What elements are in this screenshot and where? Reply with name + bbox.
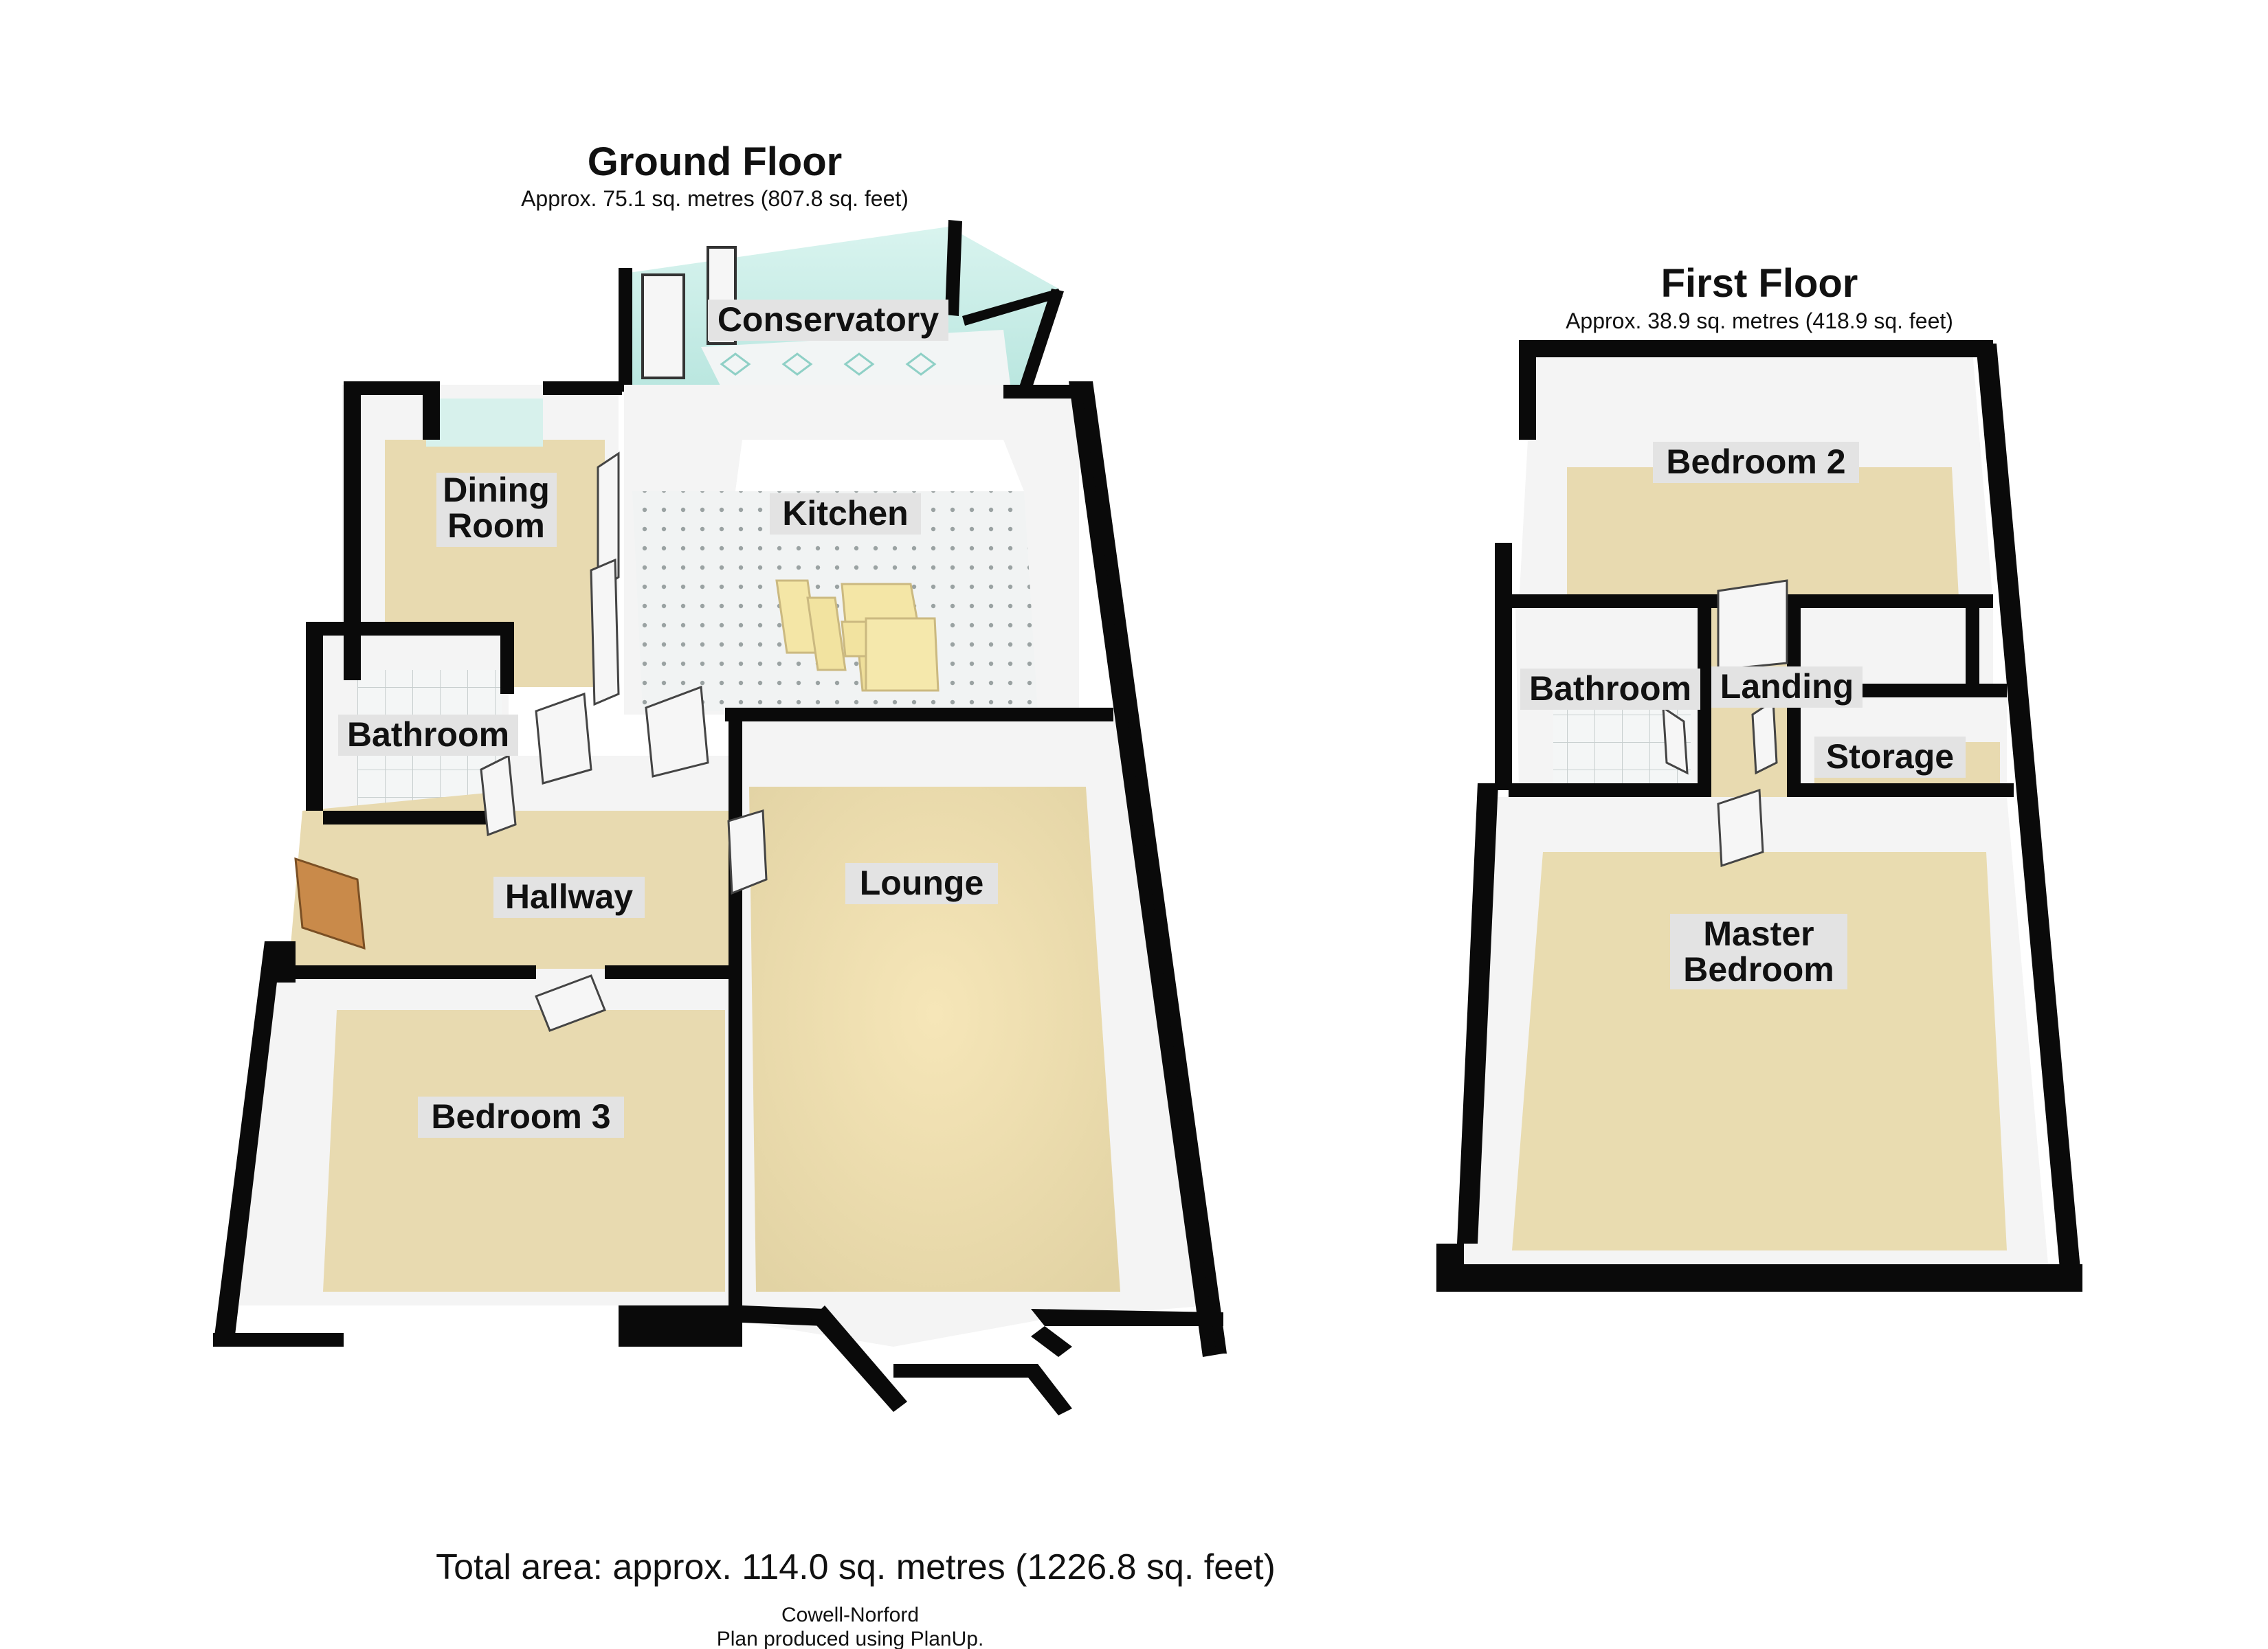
landing-label-bg [1711, 666, 1863, 708]
dining-room-label-line1: Dining [443, 471, 550, 509]
ground-bathroom-label: Bathroom [347, 715, 509, 754]
storage-label-bg [1814, 737, 1966, 778]
ground-floor-title: Ground Floor [588, 139, 843, 184]
produced-by-text: Plan produced using PlanUp. [717, 1628, 984, 1649]
first-floor: Bedroom 2 Bathroom Landing Storage Maste… [1436, 261, 2082, 1292]
lounge-label: Lounge [860, 864, 984, 902]
ground-floor-area: Approx. 75.1 sq. metres (807.8 sq. feet) [521, 186, 909, 211]
kitchen-label-bg [770, 493, 921, 535]
ground-floor-doors [294, 451, 768, 1032]
plan-footer: Total area: approx. 114.0 sq. metres (12… [436, 1547, 1276, 1649]
bedroom2-label: Bedroom 2 [1666, 442, 1845, 481]
first-bathroom-label-bg [1520, 669, 1700, 710]
agent-name: Cowell-Norford [781, 1604, 919, 1626]
bedroom3-label: Bedroom 3 [431, 1097, 610, 1136]
kitchen-label: Kitchen [782, 494, 908, 532]
conservatory-label: Conservatory [718, 300, 940, 339]
total-area-text: Total area: approx. 114.0 sq. metres (12… [436, 1547, 1276, 1587]
ground-floor: Conservatory Dining Room Kitchen Bathroo… [213, 139, 1227, 1415]
master-bedroom-label-bg [1670, 914, 1847, 989]
landing-label: Landing [1720, 667, 1854, 706]
master-bedroom-room [1457, 797, 2048, 1264]
first-floor-title: First Floor [1661, 261, 1858, 306]
first-floor-walls [1436, 340, 2082, 1292]
storage-label: Storage [1826, 737, 1954, 776]
kitchen-stairs [775, 579, 940, 692]
bedroom3-label-bg [418, 1097, 624, 1138]
master-bedroom-label-line2: Bedroom [1683, 950, 1834, 989]
lounge-label-bg [845, 863, 998, 904]
ground-floor-labels: Conservatory Dining Room Kitchen Bathroo… [338, 300, 998, 1138]
master-bedroom-label-line1: Master [1703, 915, 1814, 953]
first-floor-area: Approx. 38.9 sq. metres (418.9 sq. feet) [1566, 309, 1953, 333]
bedroom2-label-bg [1653, 442, 1859, 483]
dining-room-label-bg [436, 473, 557, 547]
conservatory-label-bg [708, 300, 948, 341]
first-bathroom-label: Bathroom [1529, 669, 1691, 708]
hallway-label: Hallway [505, 877, 633, 916]
first-floor-labels: Bedroom 2 Bathroom Landing Storage Maste… [1520, 442, 1966, 989]
first-floor-doors [1662, 579, 1788, 868]
bedroom3-room [227, 969, 729, 1305]
kitchen-room [624, 385, 1079, 715]
hallway-label-bg [493, 877, 645, 918]
ground-bathroom-label-bg [338, 715, 518, 756]
dining-room-label-line2: Room [447, 506, 545, 545]
conservatory-room [619, 220, 1064, 392]
